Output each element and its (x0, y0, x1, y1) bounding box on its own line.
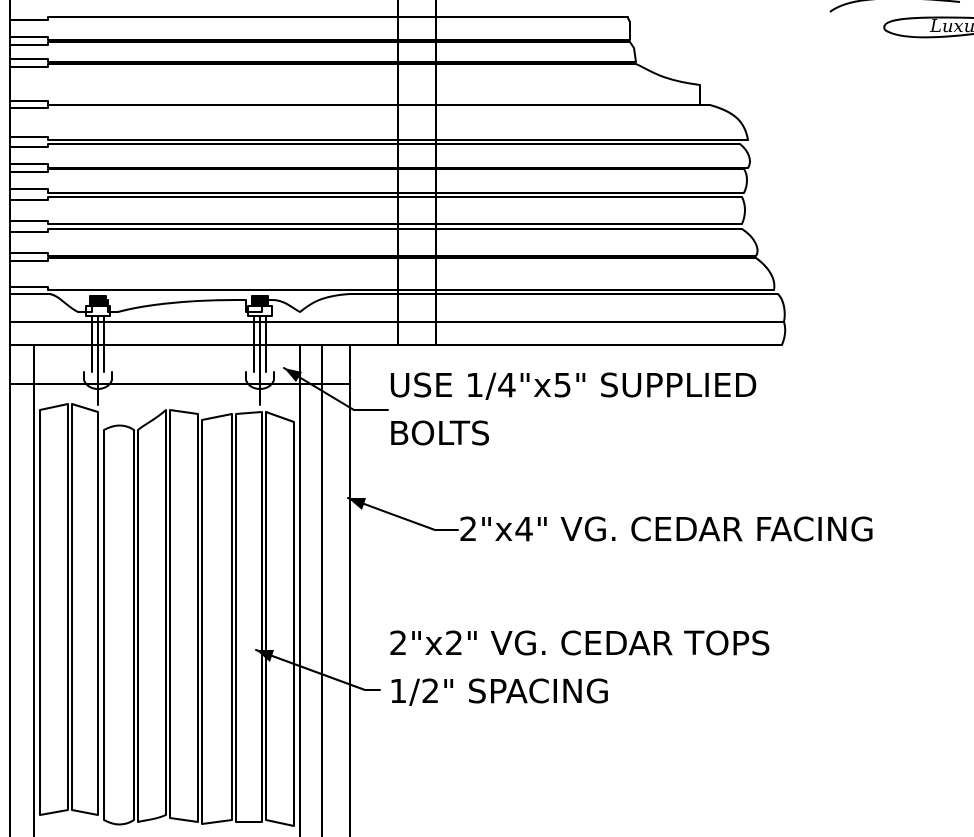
bolt-right (245, 295, 275, 406)
board-1 (9, 16, 631, 41)
label-bolts-line2: BOLTS (388, 414, 491, 453)
logo-text: Luxu (930, 16, 974, 37)
board-8 (9, 228, 759, 257)
logo-mark (829, 0, 974, 39)
leaders (255, 367, 459, 691)
arrow-bolts (284, 368, 302, 382)
board-6 (9, 168, 748, 194)
top-boards (9, 0, 787, 346)
bottom-board (9, 321, 787, 346)
board-2 (9, 41, 637, 63)
label-bolts-line1: USE 1/4"x5" SUPPLIED (388, 366, 759, 405)
arrow-tops (256, 650, 274, 662)
leg-structure (9, 344, 351, 837)
arrow-facing (348, 498, 366, 510)
label-tops-line2: 1/2" SPACING (388, 672, 611, 711)
cedar-tops (39, 403, 295, 827)
board-5 (9, 143, 751, 169)
label-facing: 2"x4" VG. CEDAR FACING (458, 510, 876, 549)
board-7 (9, 196, 746, 225)
board-4 (9, 104, 749, 141)
board-9 (9, 257, 776, 291)
label-tops-line1: 2"x2" VG. CEDAR TOPS (388, 624, 772, 663)
bolt-left (83, 295, 113, 406)
board-3 (9, 63, 701, 106)
